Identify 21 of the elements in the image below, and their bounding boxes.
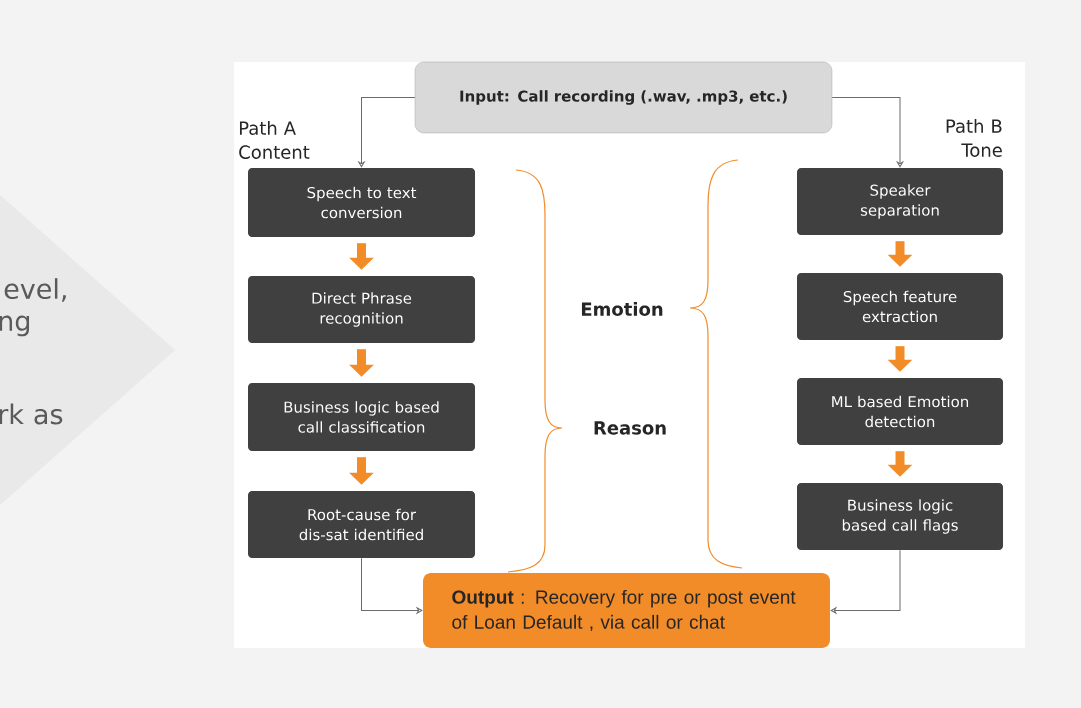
process-box: Direct Phrase recognition [248, 276, 475, 343]
bracket-label: Reason [594, 421, 666, 435]
process-box: Business logic based call classification [248, 383, 475, 451]
process-box: Root-cause for dis-sat identified [248, 491, 475, 558]
slide-text: ng [0, 315, 29, 337]
input-box: Input: Call recording (.wav, .mp3, etc.) [414, 61, 833, 134]
process-box: Business logic based call flags [797, 483, 1003, 550]
arrow [830, 549, 901, 614]
process-box: ML based Emotion detection [797, 378, 1003, 445]
bracket-label: Emotion [581, 302, 663, 316]
slide-text: evel, [4, 278, 66, 302]
output-box: Output : Recovery for pre or post event of Loan Default , via call or chat [423, 573, 830, 648]
slide-text: rk as [0, 403, 63, 425]
path-heading: Path B Tone [946, 119, 1002, 157]
path-heading: Path A Content [239, 121, 310, 159]
process-box: Speech to text conversion [248, 168, 475, 237]
process-box: Speech feature extraction [797, 273, 1003, 340]
arrow [831, 97, 904, 168]
process-box: Speaker separation [797, 168, 1003, 235]
arrow [361, 557, 423, 614]
arrow [358, 97, 416, 168]
